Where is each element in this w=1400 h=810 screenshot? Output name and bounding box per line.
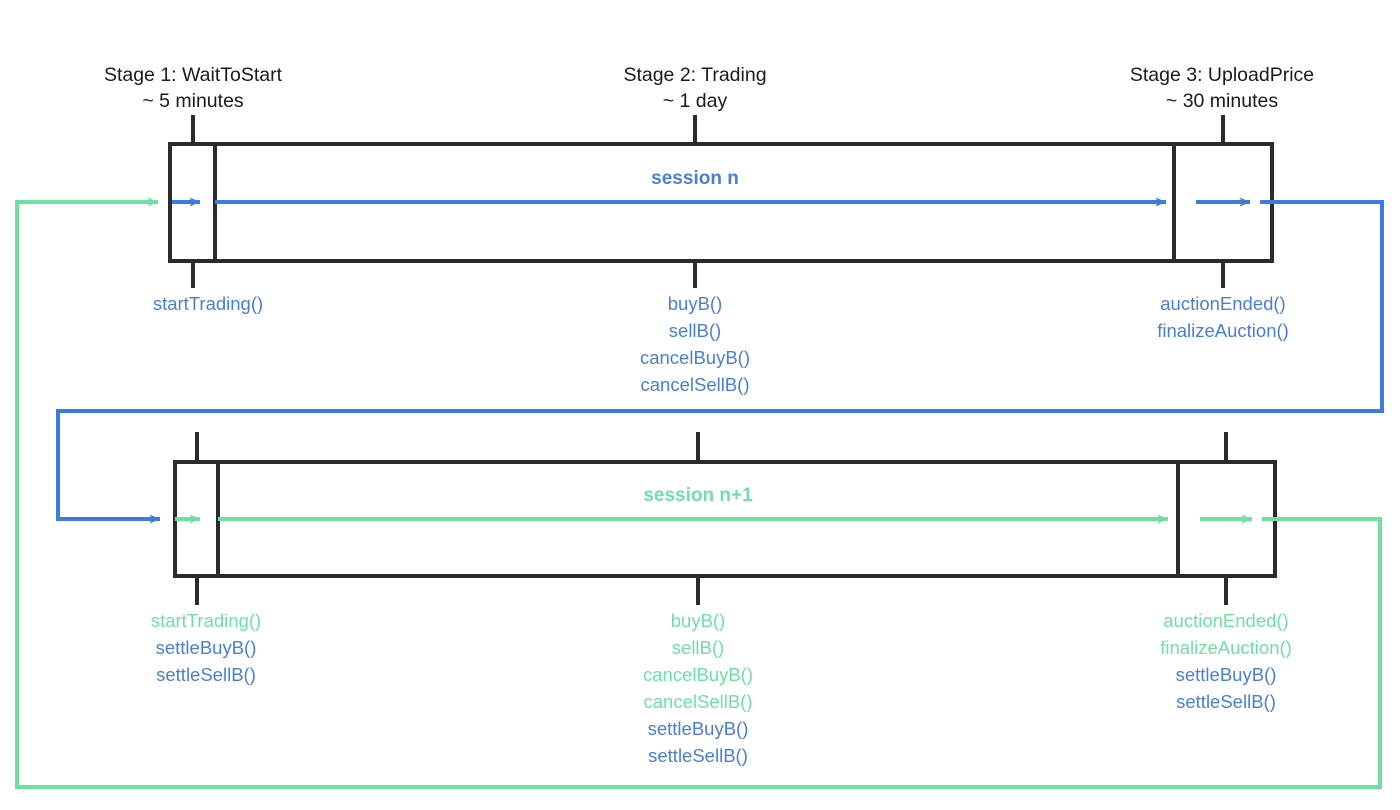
function-label: sellB() xyxy=(671,637,725,658)
function-label: auctionEnded() xyxy=(1163,610,1289,631)
function-label: buyB() xyxy=(667,293,723,314)
session-n1-stage1-functions: startTrading() settleBuyB() settleSellB() xyxy=(91,607,321,688)
function-label: cancelBuyB() xyxy=(642,664,753,685)
function-label: settleBuyB() xyxy=(155,637,257,658)
session-n-stage3-functions: auctionEnded() finalizeAuction() xyxy=(1113,290,1333,344)
stage-1-name: Stage 1: WaitToStart xyxy=(103,64,283,86)
stage-3-header: Stage 3: UploadPrice ~ 30 minutes xyxy=(1097,62,1347,114)
function-label: finalizeAuction() xyxy=(1157,320,1289,341)
function-label: auctionEnded() xyxy=(1160,293,1286,314)
function-label: settleSellB() xyxy=(1176,691,1276,712)
function-label: cancelBuyB() xyxy=(639,347,750,368)
function-label: cancelSellB() xyxy=(643,691,753,712)
function-label: settleBuyB() xyxy=(1175,664,1277,685)
function-label: buyB() xyxy=(670,610,726,631)
stage-2-name: Stage 2: Trading xyxy=(623,64,767,86)
function-label: settleSellB() xyxy=(156,664,256,685)
stage-1-duration: ~ 5 minutes xyxy=(142,90,244,112)
stage-2-header: Stage 2: Trading ~ 1 day xyxy=(570,62,820,114)
session-n1-label: session n+1 xyxy=(643,485,753,506)
blue-flow-path xyxy=(56,197,1384,524)
session-n-stage2-functions: buyB() sellB() cancelBuyB() cancelSellB() xyxy=(595,290,795,398)
blue-flow-outer-loop xyxy=(56,202,1384,524)
stage-1-header: Stage 1: WaitToStart ~ 5 minutes xyxy=(68,62,318,114)
function-label: sellB() xyxy=(668,320,722,341)
function-label: cancelSellB() xyxy=(640,374,750,395)
session-n1-stage2-functions: buyB() sellB() cancelBuyB() cancelSellB() se… xyxy=(598,607,798,769)
function-label: settleBuyB() xyxy=(647,718,749,739)
session-n1-stage3-functions: auctionEnded() finalizeAuction() settleBuy… xyxy=(1116,607,1336,715)
green-flow-path xyxy=(15,197,1382,789)
function-label: settleSellB() xyxy=(648,745,748,766)
function-label: startTrading() xyxy=(150,610,262,631)
green-flow-outer-loop xyxy=(15,197,1382,789)
stage-3-duration: ~ 30 minutes xyxy=(1165,90,1279,112)
session-n-stage1-functions: startTrading() xyxy=(93,290,323,317)
stage-2-duration: ~ 1 day xyxy=(662,90,728,112)
stage-3-name: Stage 3: UploadPrice xyxy=(1129,64,1315,86)
session-n-label: session n xyxy=(651,168,739,189)
function-label: startTrading() xyxy=(152,293,264,314)
function-label: finalizeAuction() xyxy=(1160,637,1292,658)
